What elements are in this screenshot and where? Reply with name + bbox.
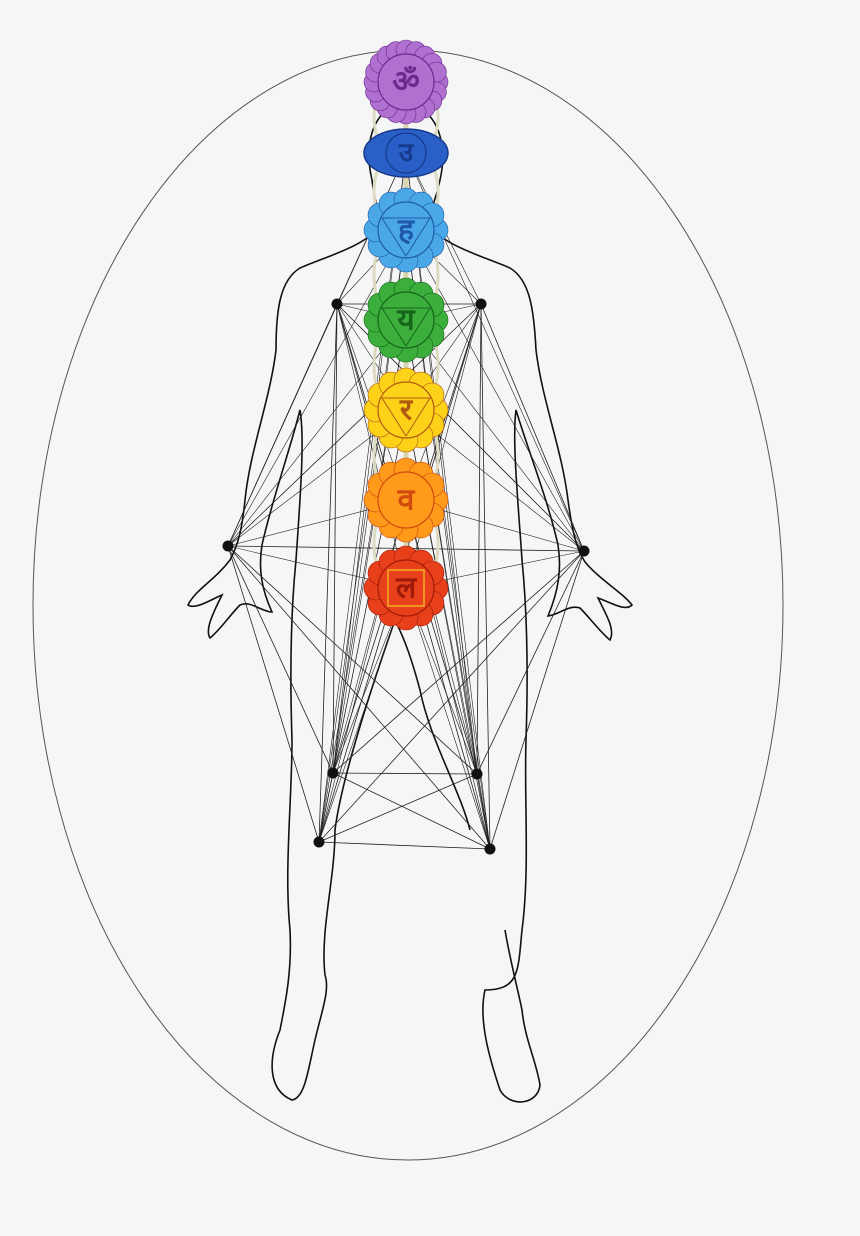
- energy-node: [471, 768, 483, 780]
- energy-line: [318, 587, 407, 843]
- energy-line: [405, 587, 491, 850]
- energy-node: [578, 545, 590, 557]
- chakra-center: [377, 381, 435, 439]
- chakra-bija-glyph: व: [397, 483, 416, 518]
- energy-line: [480, 303, 585, 552]
- energy-line: [227, 545, 478, 775]
- energy-line: [405, 303, 482, 589]
- energy-line: [227, 229, 407, 547]
- chakra-column: ॐ उ ह य र व ल: [363, 39, 449, 631]
- human-body-outline: [186, 101, 634, 1103]
- energy-line: [227, 545, 491, 850]
- energy-node: [331, 298, 343, 310]
- energy-line: [332, 499, 407, 774]
- chakra-solar-plexus: र: [363, 367, 449, 453]
- chakra-bija-glyph: उ: [398, 138, 415, 168]
- chakra-bija-glyph: य: [396, 303, 416, 338]
- chakra-bija-glyph: ल: [395, 571, 418, 606]
- chakra-center: [377, 291, 435, 349]
- chakra-triangle: [381, 307, 431, 347]
- energy-line: [332, 772, 478, 775]
- chakra-bija-glyph: ॐ: [392, 65, 419, 100]
- chakra-third-eye: उ: [363, 128, 449, 178]
- chakra-center: [377, 471, 435, 529]
- energy-line: [318, 841, 491, 850]
- energy-line: [405, 229, 585, 552]
- chakra-sacral: व: [363, 457, 449, 543]
- energy-line: [332, 303, 338, 774]
- chakra-triangle: [381, 397, 431, 437]
- energy-node: [475, 298, 487, 310]
- energy-line: [480, 303, 491, 850]
- energy-node: [484, 843, 496, 855]
- energy-line: [318, 773, 478, 843]
- energy-line: [476, 303, 482, 775]
- chakra-root: ल: [363, 545, 449, 631]
- chakra-crown: ॐ: [363, 39, 449, 125]
- energy-node: [327, 767, 339, 779]
- chakra-heart: य: [363, 277, 449, 363]
- energy-line: [405, 319, 585, 552]
- energy-line: [227, 545, 320, 843]
- chakra-triangle: [381, 217, 431, 257]
- energy-line: [332, 772, 491, 850]
- energy-node: [222, 540, 234, 552]
- chakra-center: [377, 201, 435, 259]
- energy-line: [227, 545, 334, 774]
- energy-line: [332, 550, 585, 774]
- energy-line: [489, 550, 585, 850]
- chakra-bija-glyph: र: [399, 393, 414, 428]
- energy-node: [313, 836, 325, 848]
- energy-nodes: [222, 298, 590, 855]
- energy-line: [476, 550, 585, 775]
- chakra-center: [385, 132, 427, 174]
- chakra-bija-glyph: ह: [397, 213, 415, 248]
- energy-line: [405, 499, 478, 775]
- energy-line: [227, 319, 407, 547]
- chakra-center: [377, 559, 435, 617]
- chakra-center: [377, 53, 435, 111]
- energy-line: [318, 303, 338, 843]
- chakra-throat: ह: [363, 187, 449, 273]
- energy-line: [318, 550, 585, 843]
- chakra-square: [387, 569, 425, 607]
